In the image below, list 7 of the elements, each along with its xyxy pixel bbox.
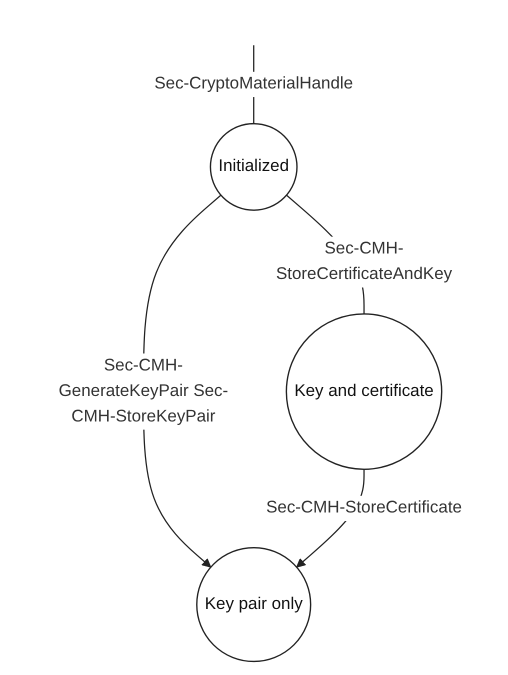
- node-circle: Initialized: [210, 122, 298, 211]
- edge-label: Sec-CMH-StoreCertificateAndKey: [276, 240, 452, 284]
- edge-label: Sec-CMH-GenerateKeyPair Sec-CMH-StoreKeyPair: [58, 356, 228, 426]
- edge-label: Sec-CMH-StoreCertificate: [266, 498, 462, 517]
- edge-label: Sec-CryptoMaterialHandle: [154, 74, 354, 93]
- node-circle: Key and certificate: [286, 313, 443, 470]
- node-circle: Key pair only: [196, 546, 312, 662]
